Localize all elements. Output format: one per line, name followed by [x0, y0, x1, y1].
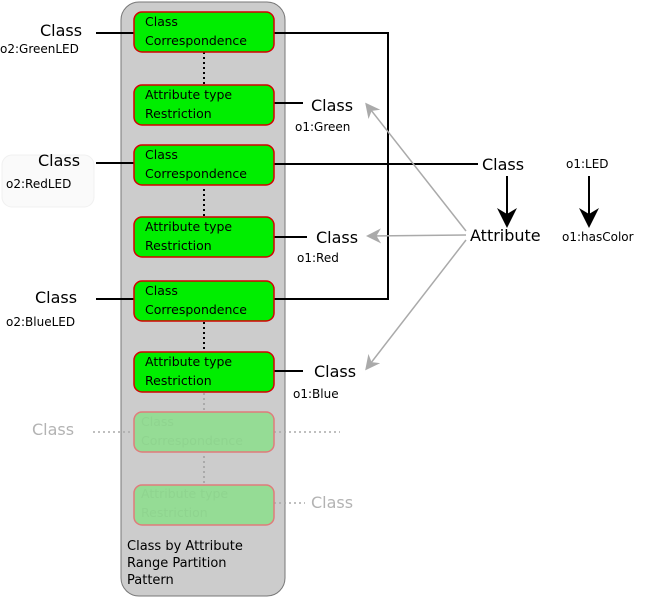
entity-label: o1:Blue: [293, 387, 339, 401]
node-label: Correspondence: [145, 166, 247, 181]
entity-label: o1:hasColor: [562, 230, 634, 244]
entity-label: o2:RedLED: [6, 177, 71, 191]
class-correspondence-node[interactable]: Class Correspondence: [133, 280, 275, 322]
class-label: Class: [311, 96, 353, 115]
node-label: Class: [141, 414, 174, 429]
black-connectors: [96, 32, 599, 372]
class-correspondence-node[interactable]: Class Correspondence: [133, 144, 275, 186]
selection-highlight: [1, 154, 95, 208]
caption-line: Pattern: [127, 573, 174, 588]
faded-class-correspondence-node: Class Correspondence: [133, 411, 275, 453]
node-label: Restriction: [145, 106, 212, 121]
entity-label: o1:LED: [566, 157, 609, 171]
class-label: Class: [38, 151, 80, 170]
node-label: Class: [145, 14, 178, 29]
node-label: Correspondence: [145, 33, 247, 48]
right-class-red: Class o1:Red: [297, 228, 358, 265]
node-label: Class: [145, 147, 178, 162]
right-class-blue: Class o1:Blue: [293, 362, 356, 401]
class-label: Class: [314, 362, 356, 381]
caption-line: Range Partition: [127, 556, 227, 571]
faded-class-label: Class: [311, 493, 353, 512]
gray-arrows: [365, 102, 467, 371]
entity-label: o2:BlueLED: [6, 315, 75, 329]
node-label: Correspondence: [141, 433, 243, 448]
faded-class-label: Class: [32, 420, 74, 439]
entity-label: o2:GreenLED: [0, 42, 79, 56]
node-label: Class: [145, 283, 178, 298]
attribute-restriction-node[interactable]: Attribute type Restriction: [133, 84, 275, 126]
class-correspondence-node[interactable]: Class Correspondence: [133, 11, 275, 53]
entity-label: o1:Green: [295, 120, 350, 134]
left-class-green: Class o2:GreenLED: [0, 21, 82, 56]
right-class-green: Class o1:Green: [295, 96, 353, 134]
node-label: Restriction: [145, 373, 212, 388]
attribute-label: Attribute: [470, 226, 541, 245]
node-label: Attribute type: [145, 87, 232, 102]
attribute-restriction-node[interactable]: Attribute type Restriction: [133, 351, 275, 393]
left-class-blue: Class o2:BlueLED: [6, 288, 77, 329]
node-label: Attribute type: [145, 354, 232, 369]
faded-lines: [93, 431, 340, 504]
node-label: Restriction: [141, 505, 208, 520]
class-label: Class: [316, 228, 358, 247]
node-label: Restriction: [145, 238, 212, 253]
class-label: Class: [35, 288, 77, 307]
class-label: Class: [482, 155, 524, 174]
caption-line: Class by Attribute: [127, 539, 243, 554]
faded-attribute-restriction-node: Attribute type Restriction: [133, 484, 275, 526]
node-label: Correspondence: [145, 302, 247, 317]
node-label: Attribute type: [145, 219, 232, 234]
class-label: Class: [40, 21, 82, 40]
entity-label: o1:Red: [297, 251, 339, 265]
panel-caption: Class by Attribute Range Partition Patte…: [127, 539, 243, 588]
attribute-restriction-node[interactable]: Attribute type Restriction: [133, 216, 275, 258]
left-class-red: Class o2:RedLED: [6, 151, 80, 191]
node-label: Attribute type: [141, 486, 228, 501]
